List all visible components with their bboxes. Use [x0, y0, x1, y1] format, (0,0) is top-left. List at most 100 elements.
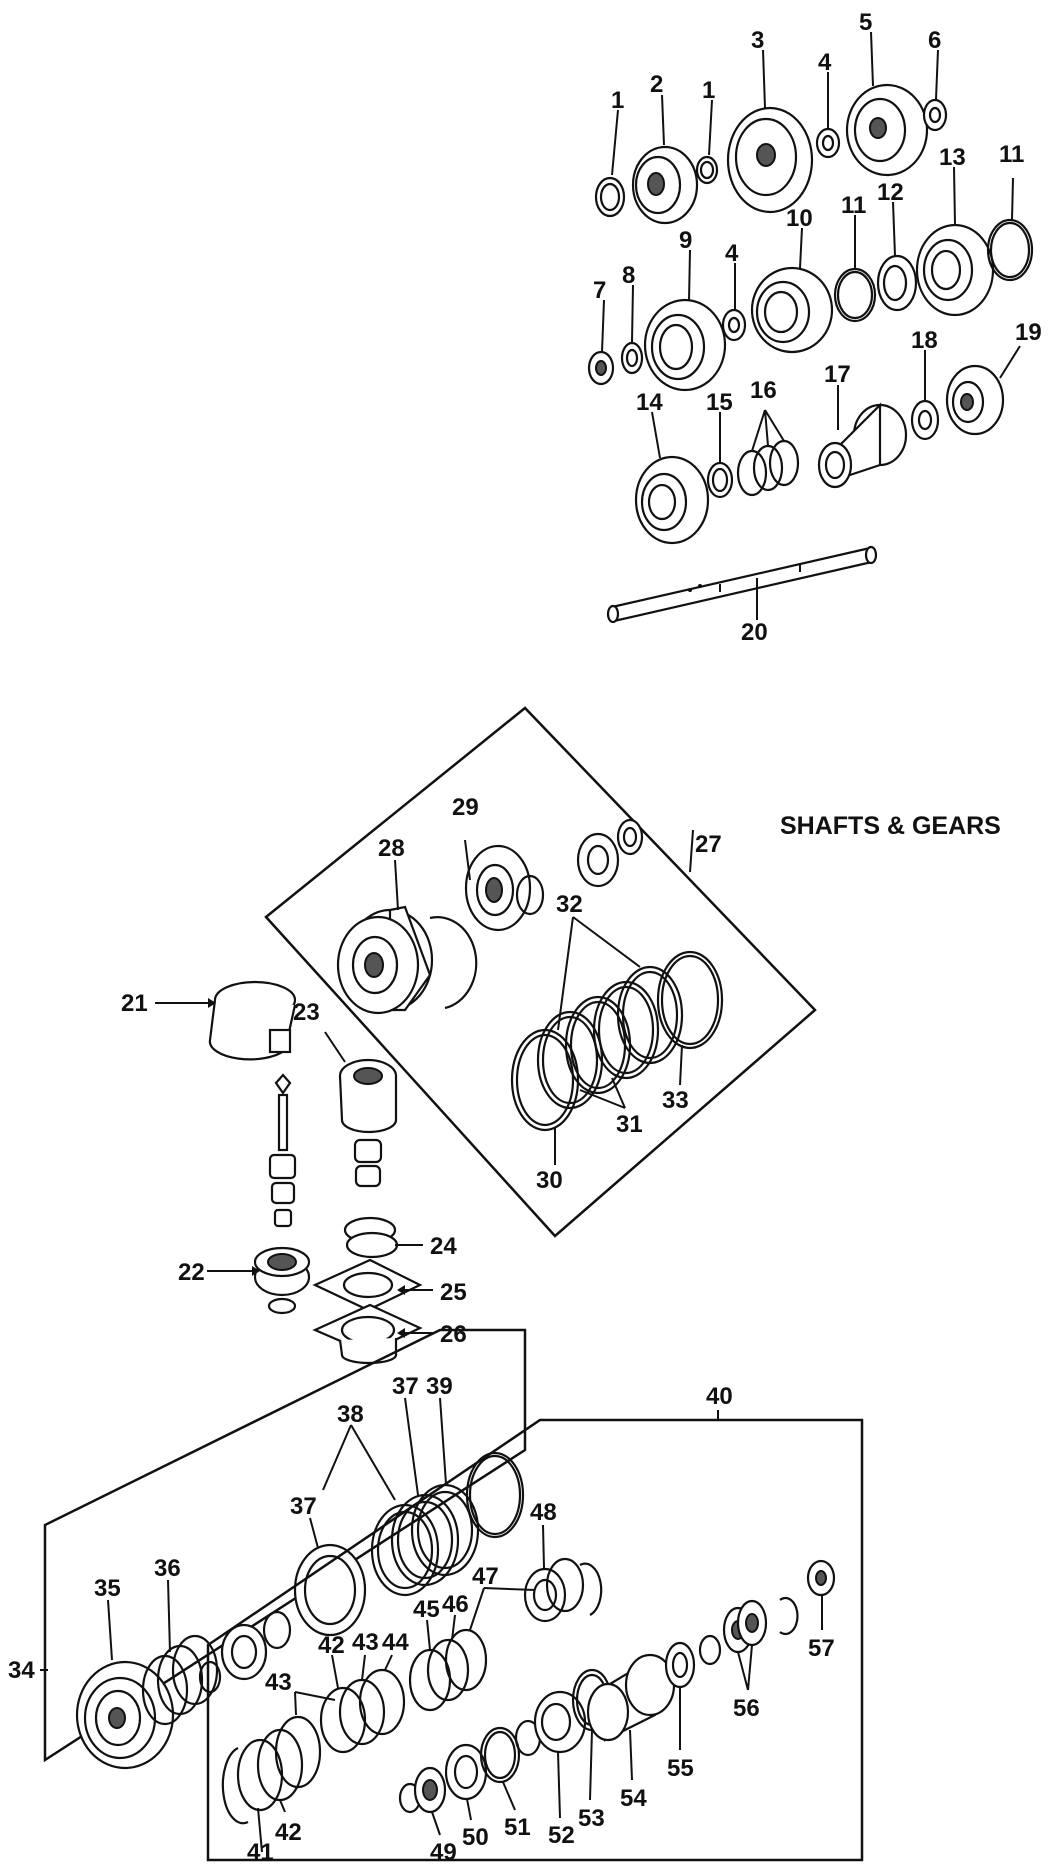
part-57-washer — [806, 1559, 836, 1597]
label-6: 6 — [928, 27, 941, 54]
part-56-gears — [722, 1599, 768, 1654]
box-27-clutch-assembly — [264, 706, 817, 1238]
label-14: 14 — [636, 389, 663, 416]
label-25: 25 — [440, 1279, 467, 1306]
box-34-clutch-assembly — [40, 1328, 527, 1770]
label-13: 13 — [939, 144, 966, 171]
part-51-ring — [479, 1726, 521, 1784]
part-33-plate — [656, 950, 724, 1050]
label-50: 50 — [462, 1824, 489, 1851]
part-43-plates — [274, 1686, 367, 1789]
part-26-cover — [312, 1303, 423, 1365]
part-17-sleeve — [817, 402, 908, 489]
label-36: 36 — [154, 1555, 181, 1582]
label-21: 21 — [121, 990, 148, 1017]
label-20: 20 — [741, 619, 768, 646]
label-26: 26 — [440, 1321, 467, 1348]
part-45-46-plates — [408, 1628, 488, 1712]
box-40-clutch-assembly — [206, 1410, 864, 1862]
label-9: 9 — [679, 227, 692, 254]
part-42-plates — [236, 1728, 304, 1812]
label-29: 29 — [452, 794, 479, 821]
part-2-gear — [631, 145, 699, 225]
part-24-seal — [343, 1216, 399, 1259]
label-57: 57 — [808, 1635, 835, 1662]
part-9-carrier — [643, 298, 727, 392]
label-45: 45 — [413, 1596, 440, 1623]
part-23-servo-cover — [338, 1058, 398, 1188]
label-18: 18 — [911, 327, 938, 354]
part-37-plate — [293, 1543, 367, 1637]
part-7-bushing — [587, 350, 615, 386]
part-18-bearing — [910, 399, 940, 441]
label-38: 38 — [337, 1401, 364, 1428]
part-11b-snap-ring — [986, 218, 1034, 282]
part-55-bearing — [664, 1641, 696, 1689]
label-53: 53 — [578, 1805, 605, 1832]
part-48-hub — [523, 1557, 603, 1623]
label-1b: 1 — [702, 77, 715, 104]
label-16: 16 — [750, 377, 777, 404]
part-1b-snap-ring — [695, 155, 719, 185]
label-11b: 11 — [999, 141, 1024, 168]
label-2: 2 — [650, 71, 663, 98]
label-7: 7 — [593, 277, 606, 304]
label-22: 22 — [178, 1259, 205, 1286]
label-11: 11 — [841, 192, 866, 219]
label-33: 33 — [662, 1087, 689, 1114]
part-31-plates — [536, 980, 660, 1110]
label-19: 19 — [1015, 319, 1042, 346]
part-36-springs — [141, 1634, 219, 1726]
label-24: 24 — [430, 1233, 457, 1260]
label-32: 32 — [556, 891, 583, 918]
label-40: 40 — [706, 1383, 733, 1410]
label-28: 28 — [378, 835, 405, 862]
label-23: 23 — [293, 999, 320, 1026]
part-10-carrier — [750, 266, 834, 354]
label-39: 39 — [426, 1373, 453, 1400]
part-54-sun-gear — [586, 1653, 676, 1742]
label-5: 5 — [859, 9, 872, 36]
part-22-servo-piston — [253, 1073, 311, 1315]
label-4b: 4 — [725, 240, 739, 267]
label-52: 52 — [548, 1822, 575, 1849]
part-8-washer — [620, 341, 644, 375]
part-14-gear — [634, 455, 710, 545]
label-17: 17 — [824, 361, 851, 388]
part-44-plates — [338, 1668, 406, 1746]
part-35-drum — [75, 1660, 175, 1770]
label-42: 42 — [275, 1819, 302, 1846]
label-44: 44 — [382, 1629, 409, 1656]
part-49-bushing — [398, 1766, 447, 1814]
part-25-gasket — [312, 1258, 423, 1312]
part-28-snap-ring — [429, 916, 478, 1010]
label-12: 12 — [877, 179, 904, 206]
label-34: 34 — [8, 1657, 35, 1684]
label-30: 30 — [536, 1167, 563, 1194]
part-41-snap-ring — [221, 1747, 249, 1825]
label-54: 54 — [620, 1785, 647, 1812]
part-4b-bearing — [721, 308, 747, 342]
diagram-title: SHAFTS & GEARS — [780, 812, 1001, 840]
label-31: 31 — [616, 1111, 643, 1138]
part-11-snap-ring — [833, 267, 877, 323]
label-49: 49 — [430, 1839, 457, 1866]
label-27: 27 — [695, 831, 722, 858]
part-29-piston — [464, 844, 532, 932]
part-1-snap-ring — [594, 176, 626, 218]
part-20-shaft — [606, 545, 878, 624]
label-4: 4 — [818, 49, 832, 76]
part-15-washer — [706, 461, 734, 499]
part-6-bearing — [922, 98, 948, 132]
part-12-bushing — [876, 254, 918, 312]
part-3-carrier — [726, 106, 814, 214]
servo-group — [155, 980, 433, 1365]
part-13-gear — [915, 223, 995, 317]
label-15: 15 — [706, 389, 733, 416]
part-19-gear — [945, 364, 1005, 436]
label-41: 41 — [247, 1839, 274, 1866]
label-35: 35 — [94, 1575, 121, 1602]
label-42b: 42 — [318, 1632, 345, 1659]
label-37: 37 — [290, 1493, 317, 1520]
